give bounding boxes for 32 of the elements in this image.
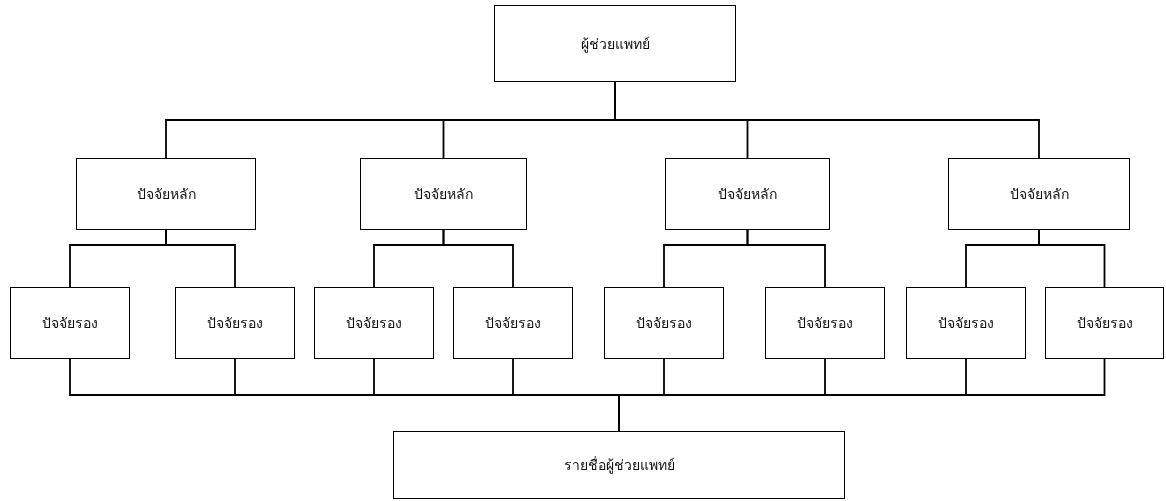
node-label: รายชื่อผู้ช่วยแพทย์ [563, 455, 675, 476]
node-label: ปัจจัยรอง [485, 314, 541, 333]
box [10, 287, 130, 359]
node-label: ปัจจัยหลัก [414, 185, 473, 204]
connector-line [165, 229, 236, 288]
node-label: ปัจจัยรอง [1076, 314, 1133, 333]
node-label: ปัจจัยหลัก [1009, 185, 1069, 204]
box [314, 287, 434, 359]
connector-line [1038, 229, 1106, 288]
node-label: ปัจจัยรอง [346, 314, 402, 333]
box [1045, 287, 1164, 359]
box [765, 287, 885, 359]
box [76, 158, 256, 230]
box [360, 158, 527, 230]
node-label: ปัจจัยรอง [207, 314, 263, 333]
box [453, 287, 573, 359]
node-label: ปัจจัยรอง [42, 314, 98, 333]
box [604, 287, 724, 359]
node-label: ปัจจัยหลัก [718, 185, 777, 204]
node-label: ปัจจัยรอง [797, 314, 853, 333]
box [175, 287, 295, 359]
node-label: ผู้ช่วยแพทย์ [580, 34, 650, 55]
box [948, 158, 1130, 230]
connector-line [746, 229, 826, 288]
box [906, 287, 1026, 359]
box [494, 5, 736, 82]
node-label: ปัจจัยรอง [938, 314, 994, 333]
connector-line [442, 229, 514, 288]
box [665, 158, 830, 230]
box [393, 431, 845, 499]
node-label: ปัจจัยหลัก [136, 185, 196, 204]
node-label: ปัจจัยรอง [636, 314, 692, 333]
